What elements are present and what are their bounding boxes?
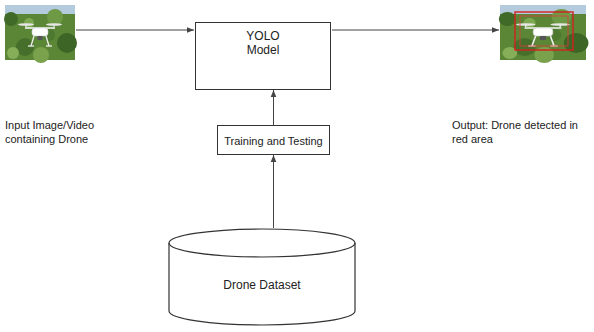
process-box: Training and Testing (217, 125, 330, 155)
cylinder-outline (168, 228, 356, 326)
cylinder-text-area: Drone Dataset (168, 262, 356, 308)
detection-box-inner (520, 16, 568, 46)
process-box: YOLO Model (195, 22, 331, 90)
output-image-node: Output: Drone detected in red area (500, 5, 586, 60)
cylinder-body (169, 229, 355, 325)
image-caption: Input Image/Video containing Drone (5, 118, 125, 147)
input-image-node: Input Image/Video containing Drone (5, 5, 75, 60)
output-photo (499, 5, 589, 63)
detection-box (515, 12, 573, 50)
cylinder-rim (169, 243, 355, 257)
box-label: Training and Testing (224, 135, 322, 148)
box-label: YOLO Model (237, 30, 289, 58)
cylinder-label: Drone Dataset (223, 278, 300, 292)
box-text-group: YOLO Model (237, 30, 289, 58)
flow-arrow (76, 30, 194, 31)
flow-arrow (273, 90, 274, 125)
image-caption: Output: Drone detected in red area (452, 118, 587, 147)
flow-arrow (332, 30, 499, 31)
box-text-group: Training and Testing (224, 131, 322, 149)
flow-arrow (273, 155, 274, 228)
input-photo (4, 5, 77, 63)
database-cylinder: Drone Dataset (168, 228, 356, 326)
